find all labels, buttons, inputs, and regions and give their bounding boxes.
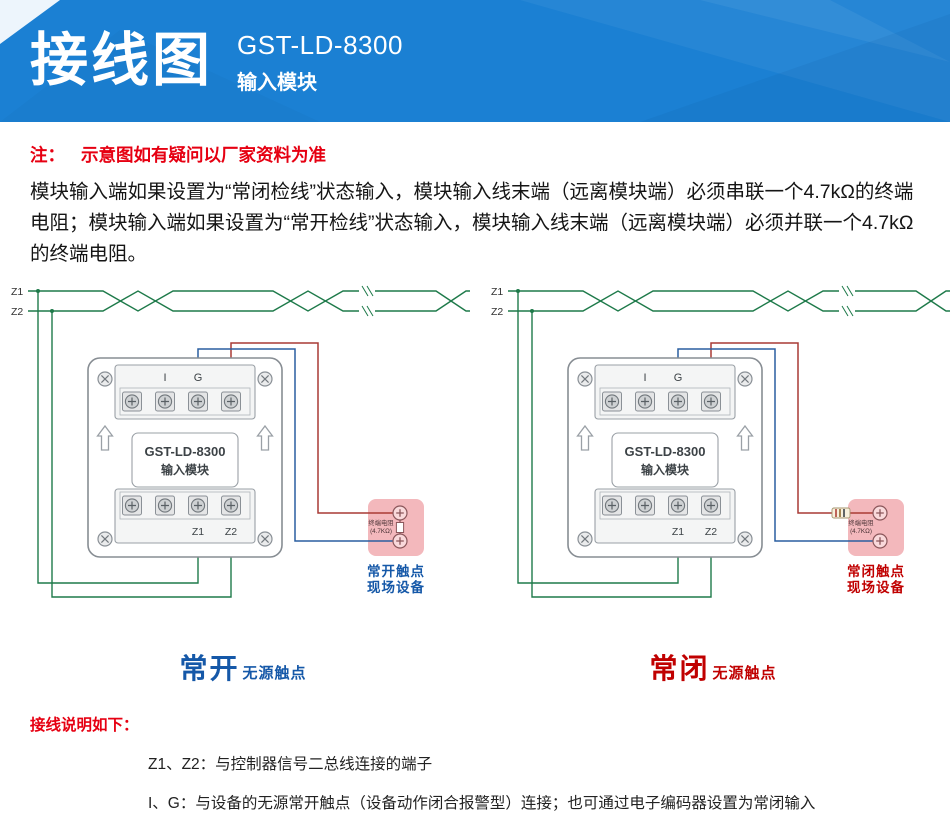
terminal-label-z1: Z1 bbox=[672, 526, 684, 538]
screw-terminal bbox=[188, 391, 208, 412]
up-arrow-icon bbox=[96, 424, 114, 451]
device-caption-line1: 常开触点 bbox=[367, 563, 425, 579]
screw-terminal bbox=[668, 495, 688, 516]
signal-bus-pair bbox=[28, 289, 470, 312]
bottom-terminal-strip bbox=[594, 488, 736, 544]
bus-break-gap bbox=[839, 283, 855, 318]
screw-terminal bbox=[122, 495, 142, 516]
block-terminal-icon bbox=[392, 504, 408, 521]
bus-label-z1: Z1 bbox=[11, 286, 23, 298]
input-module: I G GST-LD-8300 输入模块 Z1 Z2 bbox=[567, 356, 763, 558]
screw-terminal bbox=[602, 391, 622, 412]
bus-label-z2: Z2 bbox=[491, 306, 503, 318]
module-type: 输入模块 bbox=[161, 462, 210, 477]
model-number: GST-LD-8300 bbox=[237, 29, 403, 60]
screw-terminal bbox=[668, 391, 688, 412]
caption-sub: 无源触点 bbox=[712, 664, 777, 682]
block-terminal-icon bbox=[392, 532, 408, 549]
terminal-label-z2: Z2 bbox=[705, 526, 717, 538]
wiring-note-ig: I、G：与设备的无源常开触点（设备动作闭合报警型）连接；也可通过电子编码器设置为… bbox=[148, 794, 816, 812]
bus-break-marks bbox=[361, 285, 374, 316]
screw-terminal bbox=[701, 495, 721, 516]
up-arrow-icon bbox=[576, 424, 594, 451]
banner-content: 接线图 GST-LD-8300 输入模块 bbox=[0, 0, 950, 122]
model-block: GST-LD-8300 输入模块 bbox=[237, 28, 403, 95]
module-nameplate bbox=[611, 432, 719, 488]
note: 注： 示意图如有疑问以厂家资料为准 bbox=[30, 142, 920, 167]
corner-screw-icon bbox=[577, 530, 593, 547]
corner-screw-icon bbox=[577, 370, 593, 387]
module-type: 输入模块 bbox=[641, 462, 690, 477]
diagram-captions: 常开 无源触点 常闭 无源触点 bbox=[0, 647, 950, 687]
caption-main: 常开 bbox=[179, 652, 240, 684]
series-resistor-icon bbox=[831, 507, 851, 519]
bus-break-marks bbox=[841, 285, 854, 316]
corner-screw-icon bbox=[737, 370, 753, 387]
device-caption-line2: 现场设备 bbox=[847, 579, 905, 595]
module-name: GST-LD-8300 bbox=[145, 444, 226, 459]
wiring-notes-heading: 接线说明如下： bbox=[30, 716, 139, 734]
terminal-label-g: G bbox=[674, 372, 683, 384]
screw-terminal bbox=[188, 495, 208, 516]
note-text: 示意图如有疑问以厂家资料为准 bbox=[81, 145, 326, 165]
screw-terminal bbox=[701, 391, 721, 412]
block-terminal-icon bbox=[872, 504, 888, 521]
caption-normally-closed: 常闭 无源触点 bbox=[478, 647, 948, 687]
screw-terminal bbox=[221, 391, 241, 412]
screw-terminal bbox=[635, 495, 655, 516]
resistor-label-line2: (4.7KΩ) bbox=[370, 528, 392, 535]
screw-terminal bbox=[602, 495, 622, 516]
header-banner: 接线图 GST-LD-8300 输入模块 bbox=[0, 0, 950, 122]
screw-terminal bbox=[155, 495, 175, 516]
resistor-label-line1: 终端电阻 bbox=[848, 518, 874, 527]
resistor-label-line2: (4.7KΩ) bbox=[850, 528, 872, 535]
screw-terminal bbox=[635, 391, 655, 412]
bus-label-z1: Z1 bbox=[491, 286, 503, 298]
device-caption-line1: 常闭触点 bbox=[847, 563, 905, 579]
device-caption-line2: 现场设备 bbox=[367, 579, 425, 595]
corner-screw-icon bbox=[97, 370, 113, 387]
screw-terminal bbox=[122, 391, 142, 412]
note-label: 注： bbox=[30, 145, 65, 165]
corner-screw-icon bbox=[257, 530, 273, 547]
page-title: 接线图 bbox=[30, 28, 214, 93]
corner-screw-icon bbox=[737, 530, 753, 547]
up-arrow-icon bbox=[736, 424, 754, 451]
terminal-label-g: G bbox=[194, 372, 203, 384]
terminal-label-z2: Z2 bbox=[225, 526, 237, 538]
block-terminal-icon bbox=[872, 532, 888, 549]
signal-bus-pair bbox=[508, 289, 950, 312]
caption-normally-open: 常开 无源触点 bbox=[8, 647, 478, 687]
module-name: GST-LD-8300 bbox=[625, 444, 706, 459]
banner-decor bbox=[0, 0, 950, 122]
module-nameplate bbox=[131, 432, 239, 488]
top-terminal-strip bbox=[114, 364, 256, 420]
model-subtitle: 输入模块 bbox=[237, 71, 318, 94]
resistor-label-line1: 终端电阻 bbox=[368, 518, 394, 527]
caption-sub: 无源触点 bbox=[242, 664, 307, 682]
up-arrow-icon bbox=[256, 424, 274, 451]
caption-main: 常闭 bbox=[649, 652, 710, 684]
corner-screw-icon bbox=[97, 530, 113, 547]
description-paragraph: 模块输入端如果设置为“常闭检线”状态输入，模块输入线末端（远离模块端）必须串联一… bbox=[30, 181, 914, 266]
screw-terminal bbox=[221, 495, 241, 516]
terminal-label-z1: Z1 bbox=[192, 526, 204, 538]
screw-terminal bbox=[155, 391, 175, 412]
bus-label-z2: Z2 bbox=[11, 306, 23, 318]
wiring-note-z1z2: Z1、Z2：与控制器信号二总线连接的端子 bbox=[148, 755, 433, 773]
top-terminal-strip bbox=[594, 364, 736, 420]
bus-break-gap bbox=[359, 283, 375, 318]
bottom-terminal-strip bbox=[114, 488, 256, 544]
terminal-label-i: I bbox=[163, 372, 166, 384]
terminal-label-i: I bbox=[643, 372, 646, 384]
corner-screw-icon bbox=[257, 370, 273, 387]
input-module: I G GST-LD-8300 输入模块 Z1 Z2 bbox=[87, 356, 283, 558]
